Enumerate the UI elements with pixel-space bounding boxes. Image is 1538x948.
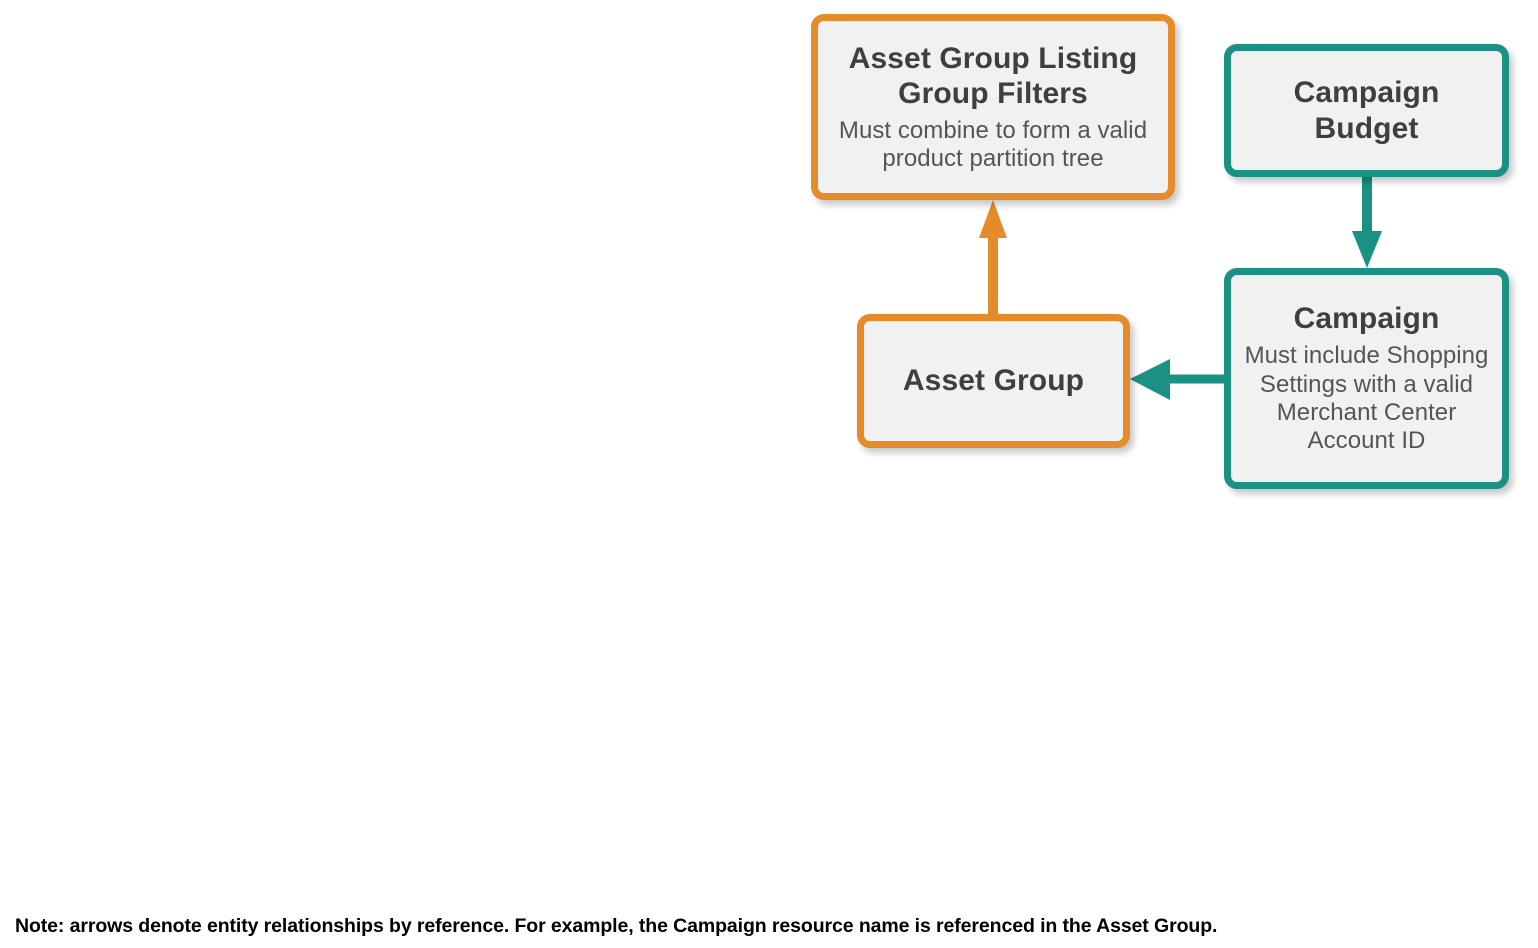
arrowhead-up-orange [979, 200, 1007, 238]
edge-campaign-to-asset-group [1130, 359, 1224, 400]
node-asset-group[interactable]: Asset Group [857, 314, 1130, 448]
node-campaign-budget[interactable]: Campaign Budget [1224, 44, 1509, 177]
node-title: Campaign Budget [1293, 76, 1440, 145]
node-title: Asset Group [902, 364, 1085, 398]
node-title: Asset Group Listing Group Filters [848, 41, 1138, 110]
edge-asset-group-to-listing-group-filters [979, 200, 1007, 314]
arrowhead-left-teal [1130, 359, 1170, 400]
node-subtitle: Must include Shopping Settings with a va… [1244, 342, 1489, 455]
arrowhead-down-teal [1352, 231, 1382, 268]
diagram-note: Note: arrows denote entity relationships… [15, 915, 1218, 937]
edge-campaign-budget-to-campaign [1352, 177, 1382, 268]
node-campaign[interactable]: Campaign Must include Shopping Settings … [1224, 268, 1509, 489]
node-subtitle: Must combine to form a valid product par… [838, 116, 1148, 173]
node-asset-group-listing-group-filters[interactable]: Asset Group Listing Group Filters Must c… [811, 14, 1175, 200]
node-title: Campaign [1293, 302, 1440, 336]
